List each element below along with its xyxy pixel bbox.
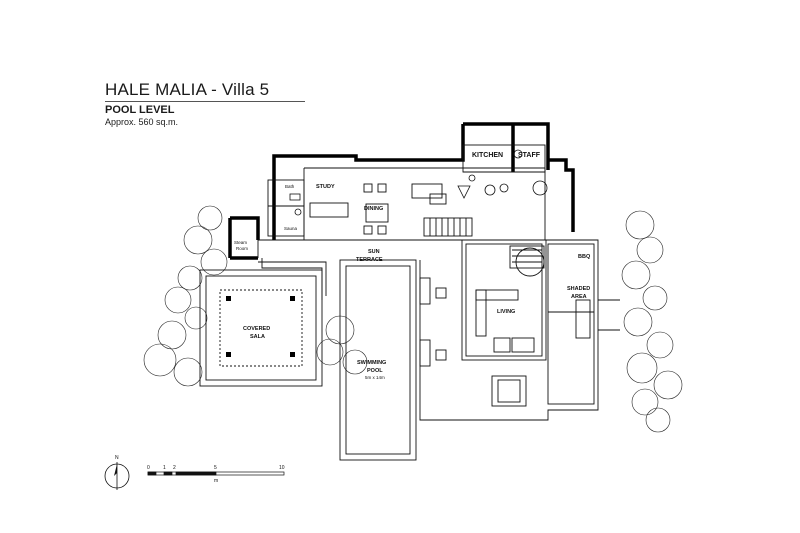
level-subtitle: POOL LEVEL: [105, 104, 175, 116]
swimming-pool: [339, 259, 417, 461]
label-pool-2: POOL: [367, 368, 383, 374]
scale-tick-0: 0: [147, 465, 150, 471]
label-steam-2: Room: [236, 246, 248, 251]
exterior-walls: [228, 122, 575, 260]
service-fixtures: [289, 149, 548, 216]
label-covered-1: COVERED: [243, 326, 270, 332]
north-arrow: N: [104, 455, 130, 490]
label-bath: Bath: [285, 184, 295, 189]
label-steam-1: Steam: [234, 240, 247, 245]
vegetation-left: [143, 205, 368, 387]
label-study: STUDY: [316, 184, 335, 190]
label-living: LIVING: [497, 309, 515, 315]
label-dining: DINING: [364, 206, 383, 212]
label-staff: STAFF: [518, 152, 541, 159]
scale-bar: [147, 471, 285, 476]
label-sauna: Sauna: [284, 226, 298, 231]
label-kitchen: KITCHEN: [472, 152, 503, 159]
north-label: N: [115, 455, 119, 461]
label-shaded-1: SHADED: [567, 286, 590, 292]
label-pool-size: 5m x 14m: [365, 375, 385, 380]
label-sun-terrace-2: TERRACE: [356, 257, 383, 263]
title-rule: [105, 101, 305, 102]
covered-sala: [199, 258, 327, 387]
scale-tick-5: 5: [214, 465, 217, 471]
label-covered-2: SALA: [250, 334, 265, 340]
scale-tick-2: 2: [173, 465, 176, 471]
label-bbq: BBQ: [578, 254, 591, 260]
scale-tick-10: 10: [279, 465, 285, 471]
label-sun-terrace-1: SUN: [368, 249, 380, 255]
interior-walls: [257, 144, 620, 421]
scale-unit: m: [214, 478, 218, 484]
sala-columns: [226, 296, 295, 357]
scale-tick-1: 1: [163, 465, 166, 471]
label-pool-1: SWIMMING: [357, 360, 386, 366]
plan-title: HALE MALIA - Villa 5: [105, 80, 270, 99]
area-note: Approx. 560 sq.m.: [105, 117, 179, 127]
label-shaded-2: AREA: [571, 294, 587, 300]
vegetation-right: [621, 210, 683, 433]
